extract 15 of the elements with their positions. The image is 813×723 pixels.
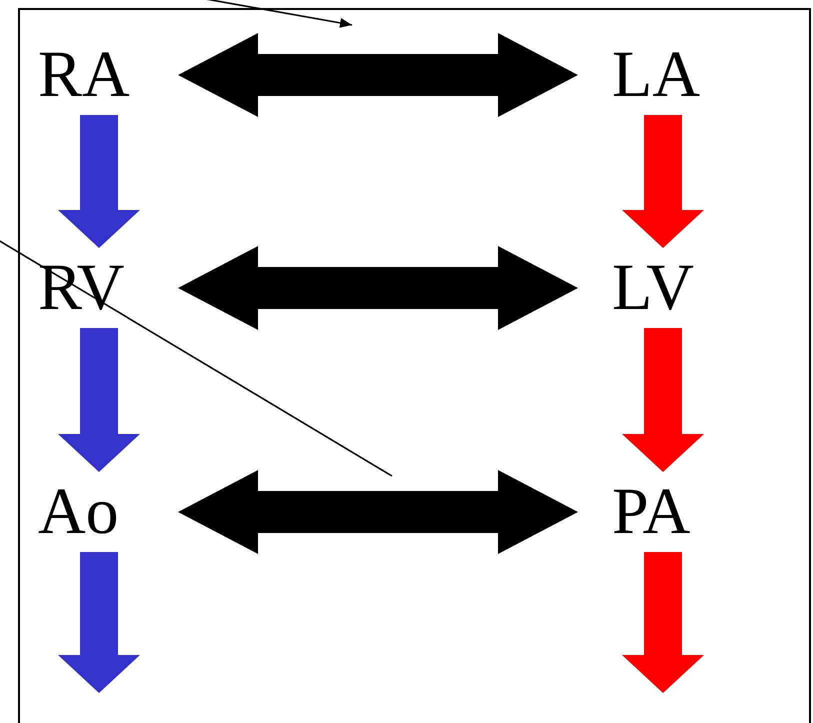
flow-arrow [622,328,704,472]
chamber-label: LV [612,251,694,324]
flow-arrow [58,552,140,693]
chamber-label: LA [612,38,700,111]
double-arrow [178,470,578,554]
double-arrow [178,33,578,117]
leader-line [0,239,392,477]
flow-arrow [58,328,140,472]
chamber-label: Ao [38,475,119,548]
flow-arrow [622,552,704,693]
flow-arrow [58,115,140,248]
double-arrow [178,246,578,330]
flow-arrow [622,115,704,248]
chamber-label: RA [38,38,130,111]
chamber-label: PA [612,475,690,548]
